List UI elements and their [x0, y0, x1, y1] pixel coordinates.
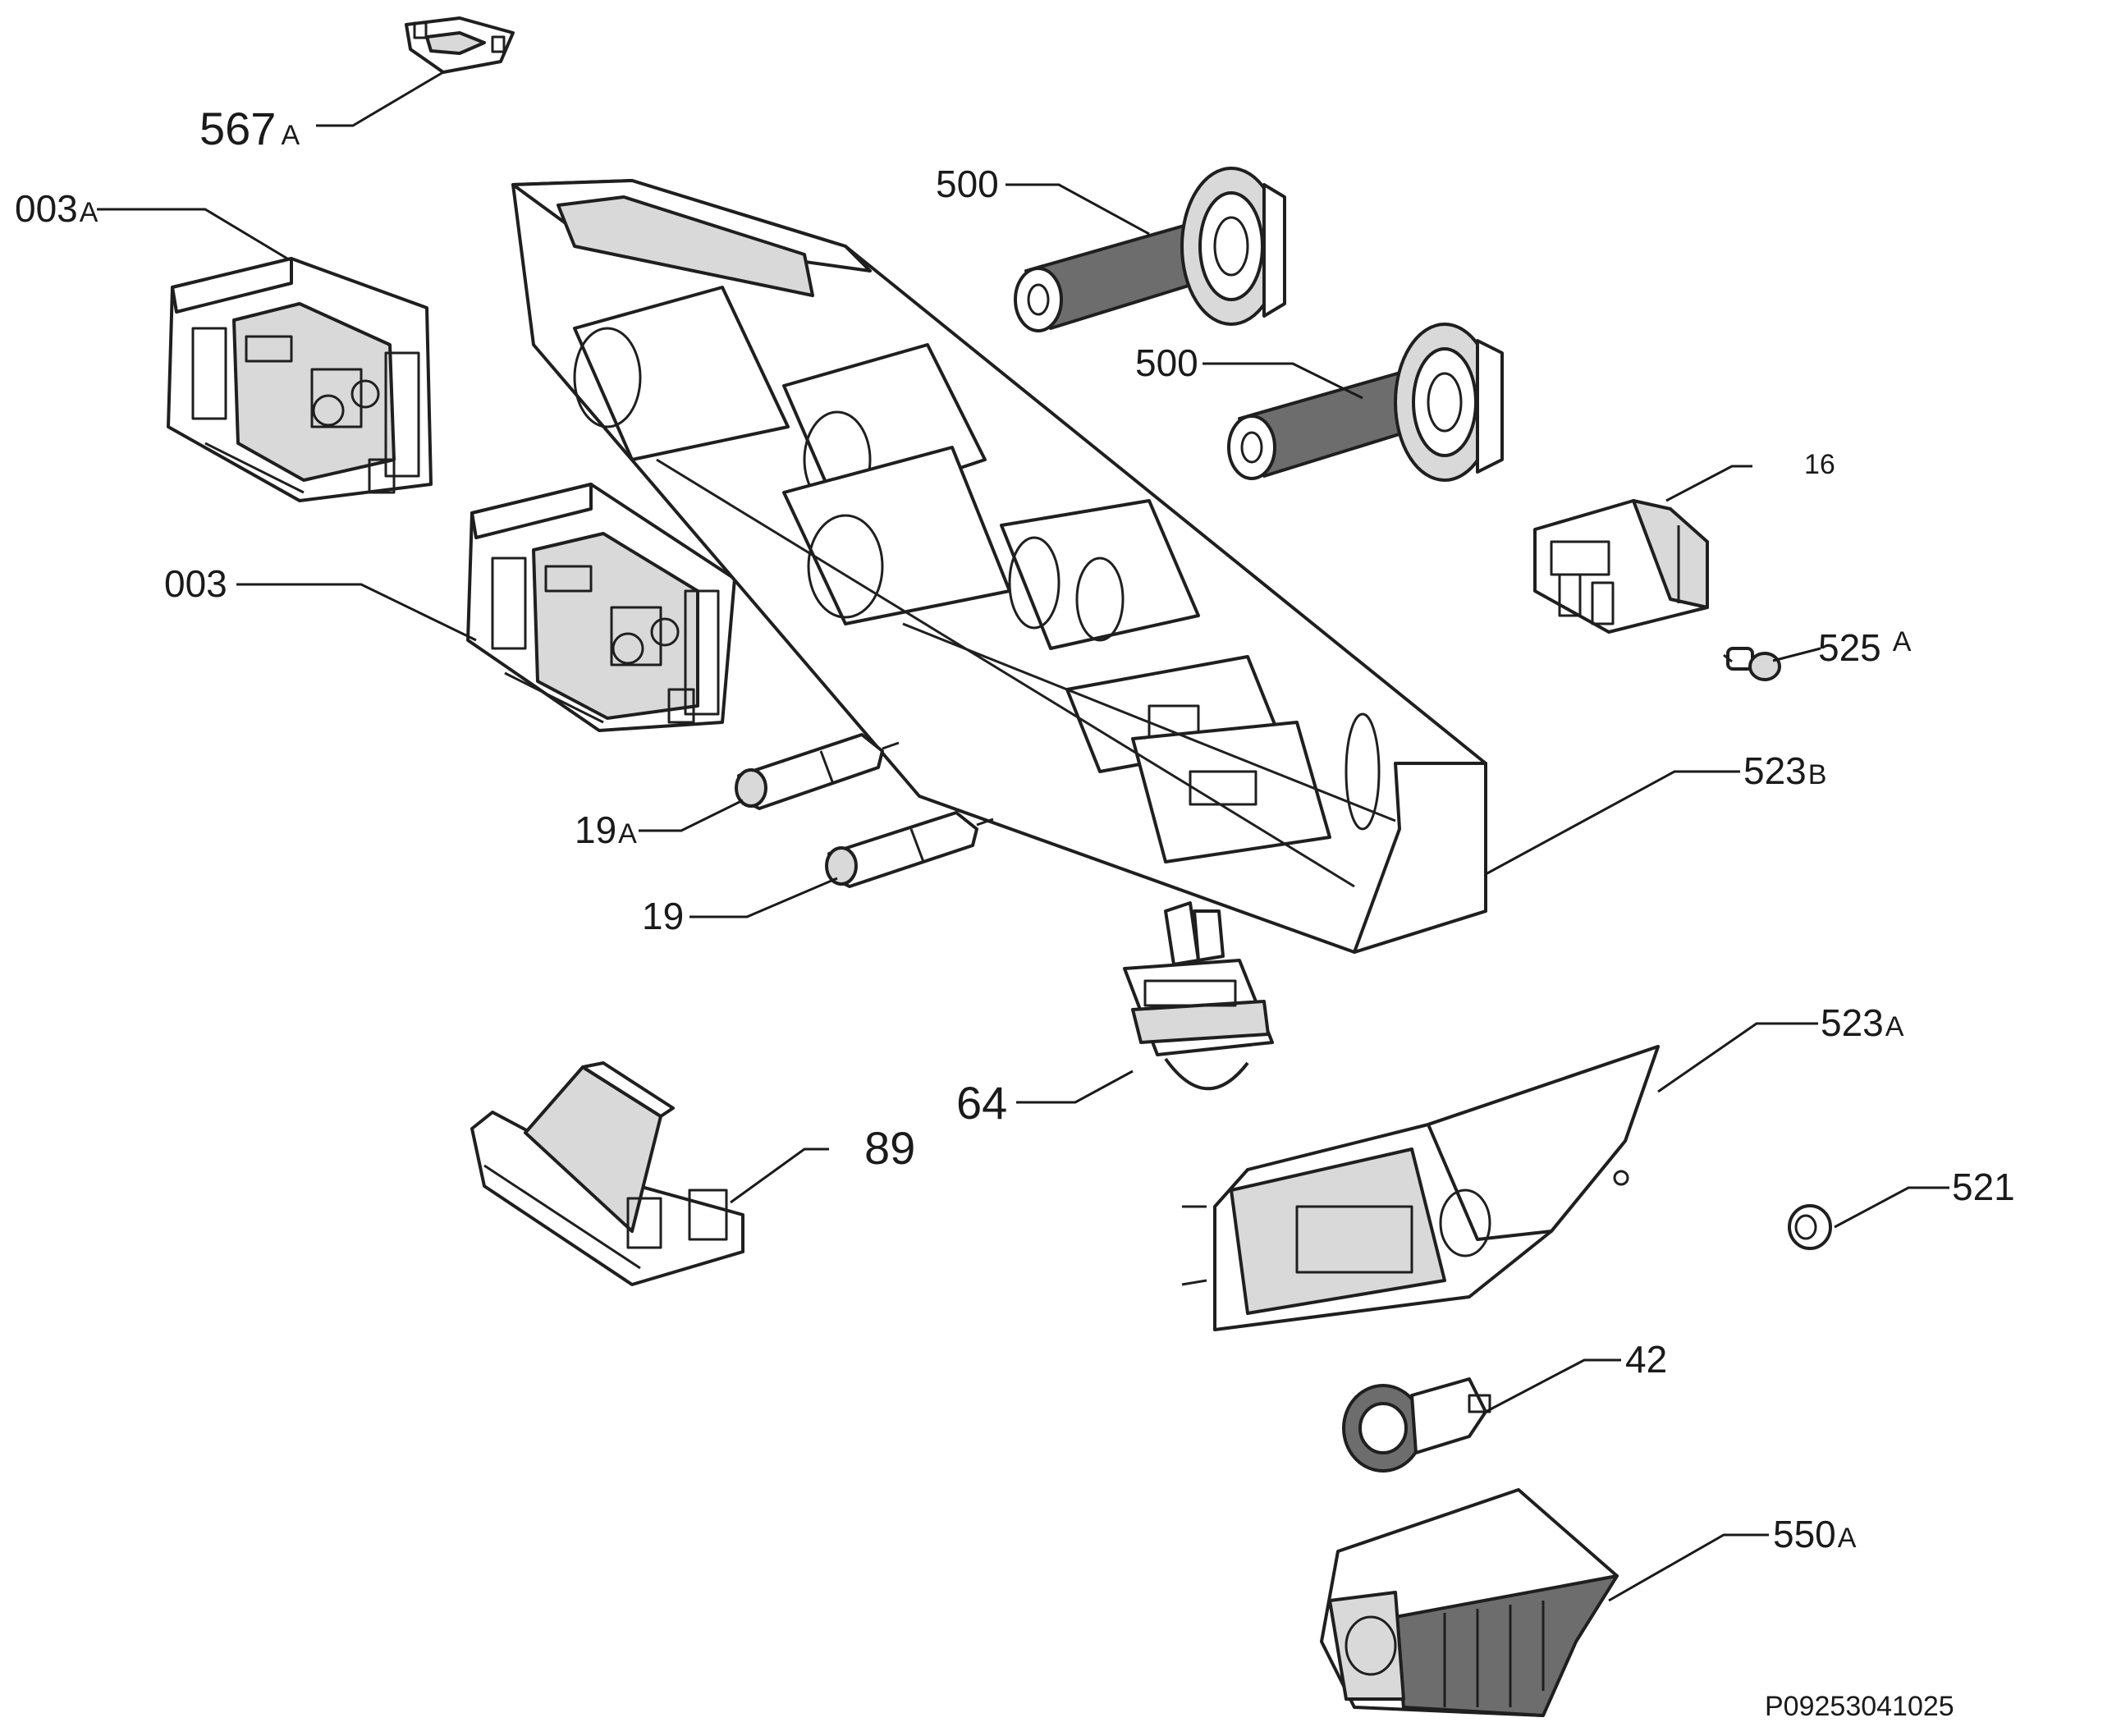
label-500-lower: 500 — [1135, 341, 1198, 384]
label-500-upper: 500 — [936, 163, 999, 205]
part-19-connector — [825, 811, 994, 888]
leader-550a — [1608, 1533, 1769, 1602]
leader-003 — [236, 583, 477, 642]
leader-500-lower — [1203, 362, 1363, 400]
part-525a-small-lamp — [1723, 647, 1781, 681]
part-64-switch — [1123, 901, 1274, 1091]
drawing-code: P09253041025 — [1765, 1691, 1954, 1722]
part-523b-control-frame — [511, 179, 1487, 954]
label-550a: 550A — [1773, 1513, 1857, 1555]
leader-523a — [1657, 1022, 1818, 1093]
leader-42 — [1485, 1358, 1621, 1413]
label-523b: 523B — [1743, 749, 1826, 792]
leader-lines — [97, 71, 1949, 1602]
label-19a: 19A — [575, 808, 637, 851]
part-003a-selector-switch — [167, 257, 433, 502]
label-523a: 523A — [1821, 1001, 1904, 1044]
label-003: 003 — [164, 562, 227, 605]
leader-16 — [1665, 465, 1752, 502]
leader-525a — [1772, 647, 1821, 662]
part-500-lower-shaft — [1227, 323, 1504, 482]
part-523a-control-panel — [1181, 1045, 1660, 1331]
leader-64 — [1016, 1070, 1134, 1104]
part-42-lamp-holder — [1342, 1377, 1491, 1473]
leader-521 — [1834, 1186, 1949, 1229]
leader-567a — [316, 71, 444, 127]
label-64: 64 — [956, 1077, 1007, 1129]
leader-500-upper — [1006, 183, 1150, 236]
label-521: 521 — [1952, 1166, 2015, 1208]
leader-003a — [97, 208, 288, 260]
part-19a-connector — [735, 733, 900, 810]
part-89-bracket — [470, 1061, 744, 1286]
part-003-selector-switch — [466, 483, 736, 732]
part-500-upper-shaft — [1014, 167, 1286, 332]
part-567a-clip — [405, 16, 515, 74]
part-550a-knob — [1320, 1488, 1619, 1717]
label-16: 16 — [1804, 449, 1835, 480]
leader-19a — [639, 799, 744, 832]
label-19: 19 — [642, 895, 684, 937]
label-003a: 003A — [15, 187, 98, 230]
part-521-cap — [1788, 1204, 1832, 1250]
leader-89 — [730, 1147, 829, 1204]
leader-523b — [1485, 770, 1740, 876]
label-89: 89 — [864, 1122, 915, 1174]
leader-19 — [689, 877, 838, 918]
label-42: 42 — [1625, 1338, 1667, 1381]
part-16-rocker-switch — [1533, 499, 1709, 634]
